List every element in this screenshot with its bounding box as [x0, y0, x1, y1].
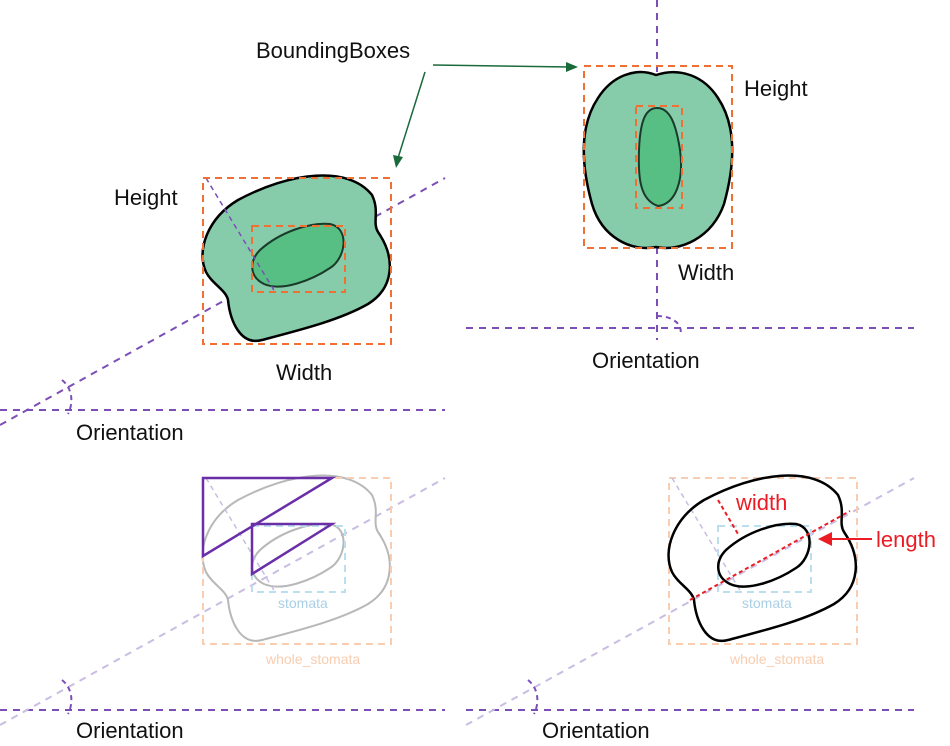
- stomata-shape: [637, 106, 682, 208]
- width-label: Width: [678, 260, 734, 285]
- orientation-arc: [61, 679, 73, 715]
- whole-bounding-box-faint: [202, 477, 392, 645]
- orientation-arc: [527, 679, 539, 715]
- callout-arrowhead-down: [393, 155, 403, 168]
- orientation-axis-faint: [0, 477, 446, 726]
- callout-arrow-down: [397, 71, 426, 159]
- height-axis-faint: [205, 477, 276, 593]
- whole-stomata-outline-faint: [201, 474, 391, 642]
- callout-arrowhead-right: [566, 62, 578, 72]
- whole-stomata-label: whole_stomata: [729, 651, 824, 667]
- panel-top-right: Height Width Orientation: [466, 0, 914, 373]
- height-label: Height: [114, 185, 178, 210]
- whole-bounding-box: [583, 65, 733, 249]
- orientation-arc: [61, 379, 73, 415]
- panel-bottom-right: width length stomata whole_stomata Orien…: [465, 474, 936, 743]
- panel-top-left: Height Width Orientation: [0, 174, 446, 445]
- length-line: [689, 510, 851, 601]
- orientation-label: Orientation: [592, 348, 700, 373]
- bounding-boxes-callout: BoundingBoxes: [256, 38, 578, 168]
- orientation-label: Orientation: [76, 718, 184, 743]
- width-label: Width: [276, 360, 332, 385]
- height-axis-faint: [671, 477, 742, 593]
- width-line: [717, 499, 739, 535]
- whole-stomata-outline: [667, 474, 857, 643]
- panel-bottom-left: stomata whole_stomata Orientation: [0, 474, 446, 743]
- orientation-arc: [656, 315, 682, 337]
- orientation-label: Orientation: [76, 420, 184, 445]
- inner-bounding-box-faint: [717, 525, 812, 593]
- stomata-label: stomata: [742, 595, 792, 611]
- stomata-shape: [251, 222, 345, 288]
- inner-triangle: [250, 522, 337, 577]
- orientation-label: Orientation: [542, 718, 650, 743]
- orientation-axis-faint: [465, 477, 915, 726]
- stomata-label: stomata: [278, 595, 328, 611]
- whole-bounding-box: [202, 177, 392, 345]
- height-label: Height: [744, 76, 808, 101]
- width-label: width: [735, 490, 787, 515]
- inner-bounding-box: [635, 105, 683, 209]
- stomata-outline: [717, 522, 811, 588]
- orientation-axis: [0, 177, 446, 426]
- length-arrowhead: [818, 532, 832, 546]
- whole-triangle: [201, 476, 337, 559]
- whole-stomata-label: whole_stomata: [265, 651, 360, 667]
- height-axis: [205, 177, 276, 293]
- stomata-outline-faint: [251, 522, 345, 588]
- inner-bounding-box: [251, 225, 346, 293]
- callout-arrow-right: [432, 64, 571, 68]
- length-label: length: [876, 527, 936, 552]
- inner-bounding-box-faint: [251, 525, 346, 593]
- bounding-boxes-label: BoundingBoxes: [256, 38, 410, 63]
